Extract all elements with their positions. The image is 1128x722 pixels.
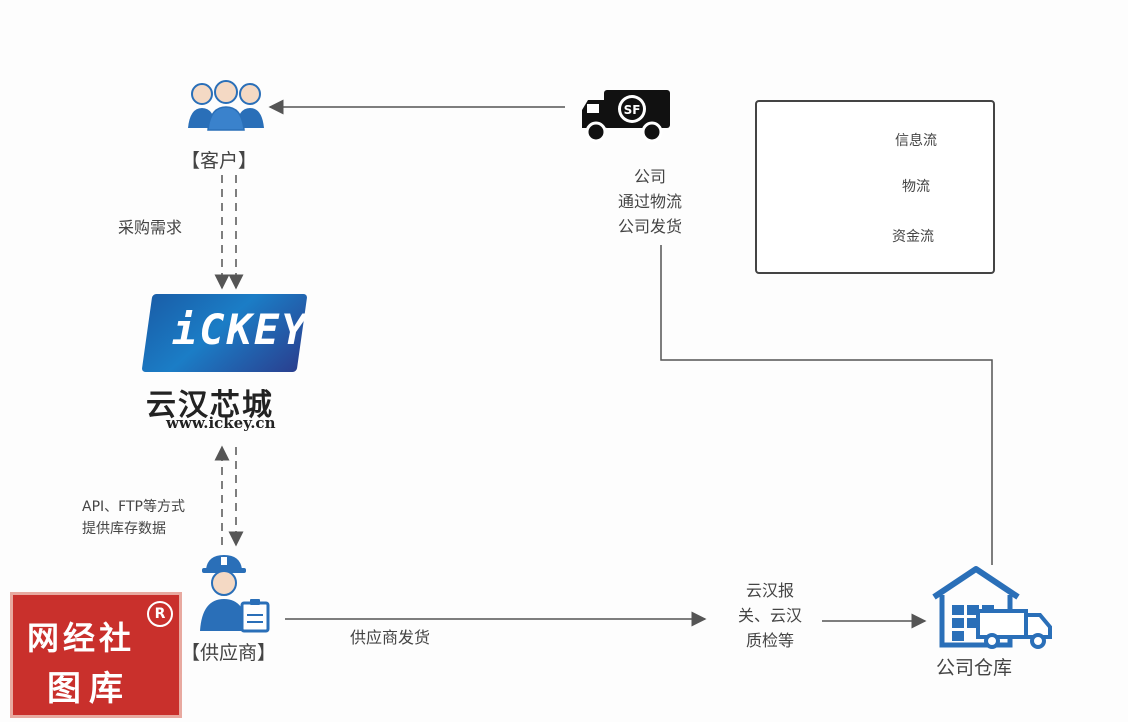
legend-box [755,100,995,274]
warehouse-label: 公司仓库 [936,657,1013,679]
customers-icon [188,80,264,131]
api-label: API、FTP等方式 提供库存数据 [82,496,185,540]
platform-logo-text: iCKEY [172,305,309,354]
customs-label-line2: 关、云汉 [737,606,802,625]
supplier-label: 【供应商】 [181,642,277,664]
platform-name: 云汉芯城 [146,388,274,423]
edge-warehouse-to-truck [660,245,993,565]
customs-label: 云汉报 关、云汉 质检等 [720,578,820,653]
customer-label: 【客户】 [181,150,258,172]
registered-mark: R [147,601,173,627]
warehouse-truck-icon [932,566,1052,649]
watermark-line1: 网经社 [27,619,136,657]
api-label-line1: API、FTP等方式 [82,499,185,515]
logistics-label: 公司 通过物流 公司发货 [600,164,700,239]
delivery-truck-icon: SF [582,90,670,143]
supplier-worker-icon [200,555,270,633]
customs-label-line3: 质检等 [745,631,794,650]
watermark-line2: 图库 [47,669,131,709]
watermark-stamp: 网经社 图库 R [10,592,182,718]
customs-label-line1: 云汉报 [745,581,794,600]
legend-logistics-label: 物流 [902,179,930,195]
legend-capital-label: 资金流 [892,229,934,245]
logistics-label-line2: 通过物流 [617,192,682,211]
purchase-demand-label: 采购需求 [118,218,183,237]
logistics-label-line1: 公司 [633,167,666,186]
legend-info-label: 信息流 [895,133,937,149]
supplier-ship-label: 供应商发货 [350,628,431,647]
truck-badge: SF [624,103,641,117]
api-label-line2: 提供库存数据 [82,521,166,537]
platform-url: www.ickey.cn [166,414,276,432]
logistics-label-line3: 公司发货 [617,217,682,236]
